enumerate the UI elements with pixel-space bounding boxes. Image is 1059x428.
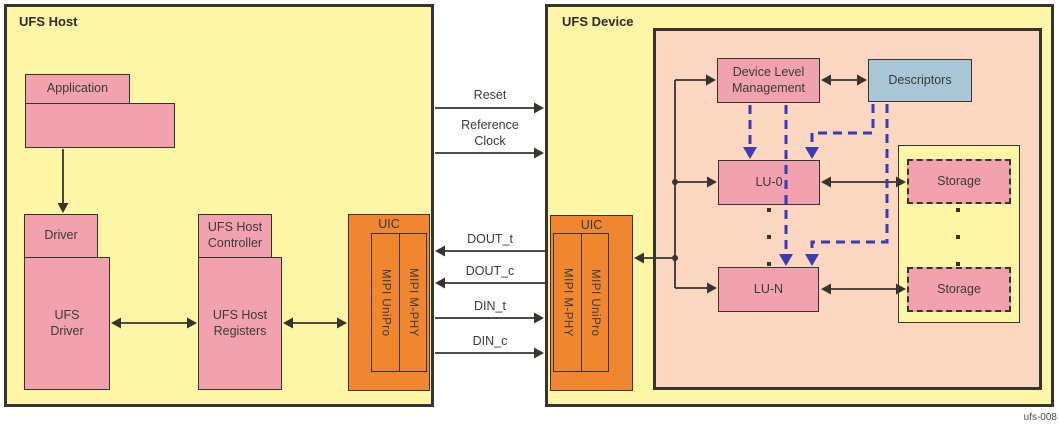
- device-unipro-label: MIPI UniPro: [588, 268, 601, 337]
- storage-bottom-label: Storage: [937, 281, 981, 296]
- storage-top-label: Storage: [937, 173, 981, 188]
- reset-signal-label: Reset: [473, 88, 507, 102]
- dout-c-signal-label: DOUT_c: [465, 264, 515, 278]
- lun-label: LU-N: [753, 281, 784, 296]
- device-level-management-label: Device Level Management: [732, 64, 805, 95]
- figure-id: ufs-008: [1023, 412, 1057, 423]
- din-c-signal-label: DIN_c: [472, 334, 508, 348]
- application-body: [25, 103, 175, 148]
- host-uic-inner-box: MIPI UniPro MIPI M-PHY: [371, 233, 427, 372]
- ufs-driver-label: UFS Driver: [50, 307, 84, 338]
- din-t-signal-label: DIN_t: [474, 299, 506, 313]
- ufs-host-controller-tab: UFS Host Controller: [198, 214, 272, 258]
- lu0-box: LU-0: [718, 160, 820, 205]
- lu0-label: LU-0: [755, 174, 783, 189]
- device-uic-box: UIC MIPI M-PHY MIPI UniPro: [550, 215, 633, 391]
- reference-clock-signal-label: Reference Clock: [461, 118, 519, 148]
- arrowhead-reset-right: [534, 102, 544, 114]
- device-mphy-label: MIPI M-PHY: [561, 268, 574, 337]
- device-level-management-box: Device Level Management: [717, 58, 820, 103]
- host-uic-label: UIC: [378, 217, 400, 231]
- host-unipro-label: MIPI UniPro: [379, 268, 392, 337]
- storage-bottom-box: Storage: [907, 267, 1011, 312]
- application-tab: Application: [25, 74, 130, 104]
- descriptors-label: Descriptors: [888, 72, 952, 87]
- device-uic-label: UIC: [580, 218, 603, 232]
- device-unipro-cell: MIPI UniPro: [582, 234, 609, 371]
- ufs-host-registers-body: UFS Host Registers: [198, 257, 282, 390]
- host-mphy-cell: MIPI M-PHY: [400, 234, 427, 371]
- ufs-host-title: UFS Host: [19, 14, 78, 29]
- lun-box: LU-N: [718, 267, 819, 312]
- driver-tab: Driver: [24, 214, 98, 258]
- host-unipro-cell: MIPI UniPro: [372, 234, 400, 371]
- ufs-host-controller-label: UFS Host Controller: [207, 220, 263, 250]
- host-mphy-label: MIPI M-PHY: [406, 268, 419, 337]
- application-label: Application: [46, 81, 109, 96]
- driver-label: Driver: [44, 228, 78, 243]
- ufs-device-title: UFS Device: [562, 14, 634, 29]
- host-uic-box: UIC MIPI UniPro MIPI M-PHY: [348, 214, 430, 391]
- device-mphy-cell: MIPI M-PHY: [554, 234, 582, 371]
- descriptors-box: Descriptors: [868, 59, 972, 102]
- storage-top-box: Storage: [907, 159, 1011, 204]
- ufs-host-registers-label: UFS Host Registers: [212, 307, 268, 338]
- dout-t-signal-label: DOUT_t: [467, 232, 513, 246]
- ufs-driver-body: UFS Driver: [24, 257, 110, 390]
- device-uic-inner-box: MIPI M-PHY MIPI UniPro: [553, 233, 609, 372]
